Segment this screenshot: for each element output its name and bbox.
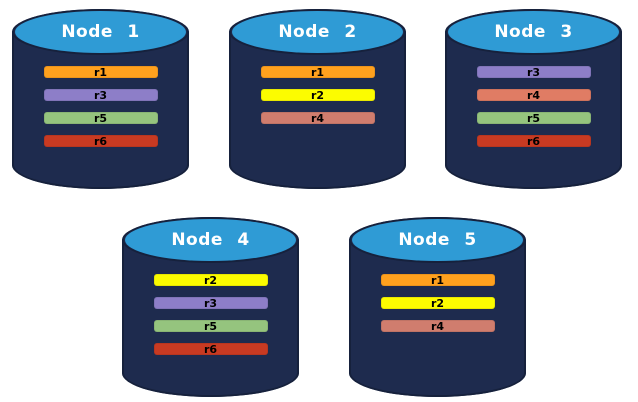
record-bar-r3: r3 — [43, 88, 158, 102]
record-bar-r1: r1 — [260, 65, 375, 79]
record-list: r1 r3 r5 r6 — [12, 66, 189, 158]
record-bar-r4: r4 — [260, 111, 375, 125]
record-label: r5 — [93, 111, 108, 125]
record-bar-r2: r2 — [260, 88, 375, 102]
cylinder-body — [229, 32, 406, 189]
record-bar-r1: r1 — [380, 273, 495, 287]
cylinder-top: Node 4 — [125, 219, 296, 261]
node-label: Node 2 — [278, 22, 357, 42]
node-label: Node 4 — [171, 230, 250, 250]
record-label: r1 — [310, 65, 325, 79]
record-list: r3 r4 r5 r6 — [445, 66, 622, 158]
record-list: r1 r2 r4 — [229, 66, 406, 135]
record-label: r3 — [203, 296, 218, 310]
record-bar-r6: r6 — [43, 134, 158, 148]
record-label: r2 — [203, 273, 218, 287]
cylinder-body — [349, 240, 526, 397]
record-label: r2 — [430, 296, 445, 310]
record-bar-r2: r2 — [153, 273, 268, 287]
cylinder-top: Node 2 — [232, 11, 403, 53]
record-label: r4 — [526, 88, 541, 102]
record-label: r6 — [526, 134, 541, 148]
record-label: r5 — [526, 111, 541, 125]
database-node-2: Node 2 r1 r2 r4 — [229, 9, 406, 189]
cylinder-body — [445, 32, 622, 189]
database-node-3: Node 3 r3 r4 r5 r6 — [445, 9, 622, 189]
record-label: r3 — [93, 88, 108, 102]
database-node-1: Node 1 r1 r3 r5 r6 — [12, 9, 189, 189]
cylinder-top: Node 5 — [352, 219, 523, 261]
record-label: r2 — [310, 88, 325, 102]
record-bar-r4: r4 — [476, 88, 591, 102]
record-bar-r1: r1 — [43, 65, 158, 79]
cylinder-top: Node 3 — [448, 11, 619, 53]
record-bar-r6: r6 — [153, 342, 268, 356]
node-label: Node 1 — [61, 22, 140, 42]
record-bar-r4: r4 — [380, 319, 495, 333]
record-bar-r3: r3 — [153, 296, 268, 310]
record-label: r1 — [430, 273, 445, 287]
node-label: Node 3 — [494, 22, 573, 42]
record-label: r6 — [93, 134, 108, 148]
record-bar-r2: r2 — [380, 296, 495, 310]
cylinder-body — [122, 240, 299, 397]
record-label: r4 — [430, 319, 445, 333]
record-label: r1 — [93, 65, 108, 79]
cylinder-top: Node 1 — [15, 11, 186, 53]
record-label: r6 — [203, 342, 218, 356]
record-bar-r5: r5 — [43, 111, 158, 125]
record-bar-r6: r6 — [476, 134, 591, 148]
record-bar-r5: r5 — [153, 319, 268, 333]
record-label: r5 — [203, 319, 218, 333]
database-node-4: Node 4 r2 r3 r5 r6 — [122, 217, 299, 397]
record-list: r2 r3 r5 r6 — [122, 274, 299, 366]
record-bar-r3: r3 — [476, 65, 591, 79]
database-node-5: Node 5 r1 r2 r4 — [349, 217, 526, 397]
node-label: Node 5 — [398, 230, 477, 250]
record-label: r3 — [526, 65, 541, 79]
cylinder-body — [12, 32, 189, 189]
record-list: r1 r2 r4 — [349, 274, 526, 343]
record-bar-r5: r5 — [476, 111, 591, 125]
record-label: r4 — [310, 111, 325, 125]
